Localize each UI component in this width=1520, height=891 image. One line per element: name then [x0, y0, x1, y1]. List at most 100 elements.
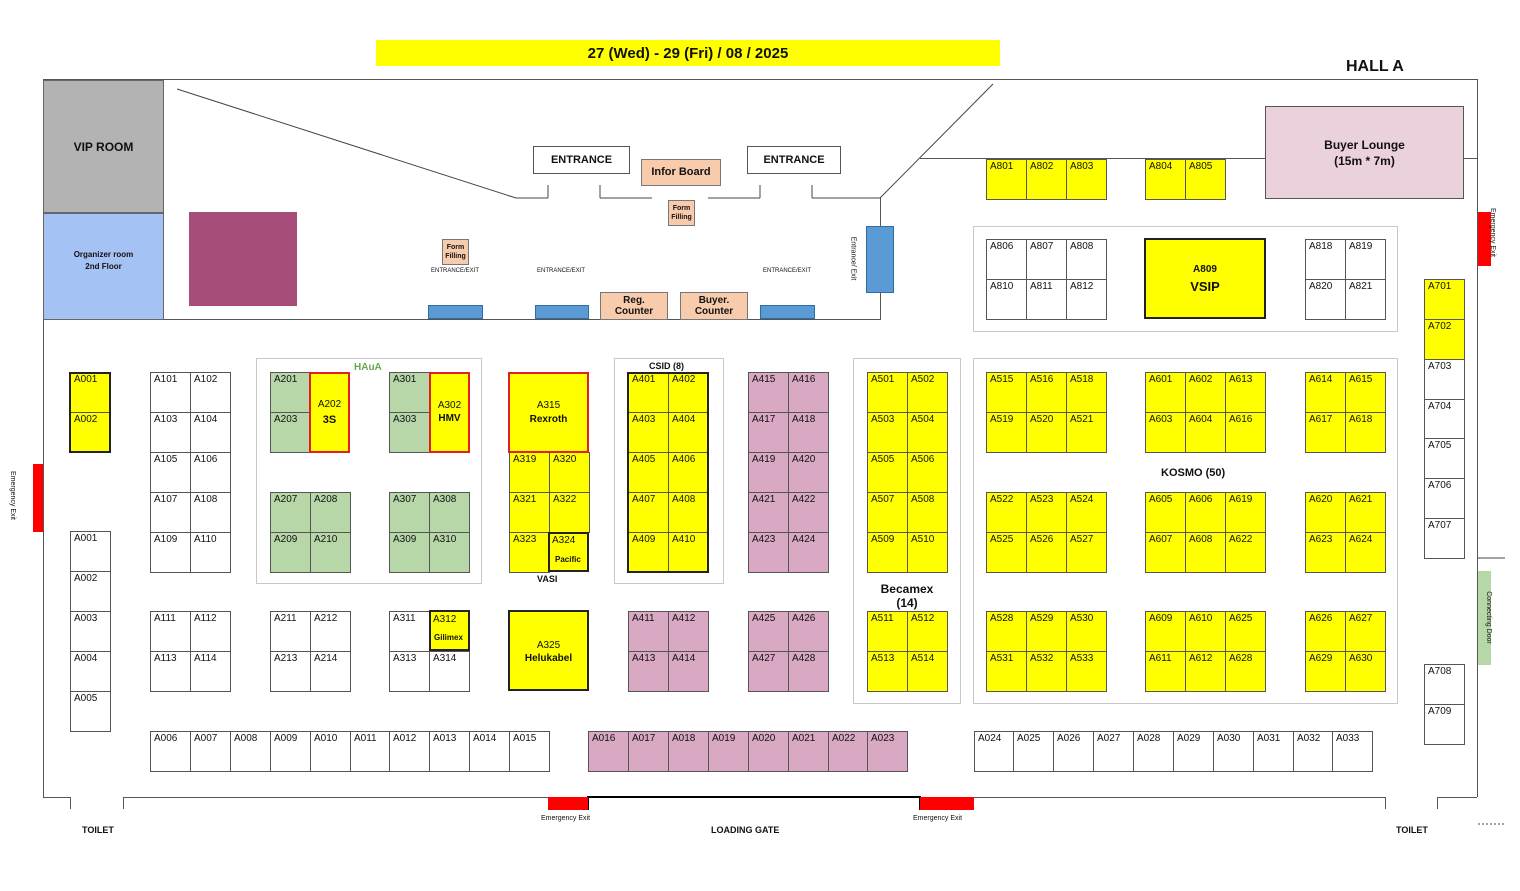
- booth-a323[interactable]: A323: [509, 532, 550, 573]
- booth-a527[interactable]: A527: [1066, 532, 1107, 573]
- booth-a522[interactable]: A522: [986, 492, 1027, 533]
- booth-a425[interactable]: A425: [748, 611, 789, 652]
- booth-a422[interactable]: A422: [788, 492, 829, 533]
- booth-a006[interactable]: A006: [150, 731, 191, 772]
- booth-a008[interactable]: A008: [230, 731, 271, 772]
- booth-a705[interactable]: A705: [1424, 438, 1465, 479]
- booth-a514[interactable]: A514: [907, 651, 948, 692]
- booth-a021[interactable]: A021: [788, 731, 829, 772]
- booth-a315[interactable]: [508, 372, 589, 453]
- booth-a526[interactable]: A526: [1026, 532, 1067, 573]
- booth-a605[interactable]: A605: [1145, 492, 1186, 533]
- entrance-gate-1[interactable]: [428, 305, 483, 319]
- booth-a111[interactable]: A111: [150, 611, 191, 652]
- booth-a602[interactable]: A602: [1185, 372, 1226, 413]
- booth-a518[interactable]: A518: [1066, 372, 1107, 413]
- booth-a614[interactable]: A614: [1305, 372, 1346, 413]
- booth-a004[interactable]: A004: [70, 651, 111, 692]
- booth-a411[interactable]: A411: [628, 611, 669, 652]
- booth-a801[interactable]: A801: [986, 159, 1027, 200]
- booth-a821[interactable]: A821: [1345, 279, 1386, 320]
- booth-a628[interactable]: A628: [1225, 651, 1266, 692]
- entrance-gate-2[interactable]: [535, 305, 589, 319]
- booth-a803[interactable]: A803: [1066, 159, 1107, 200]
- booth-a011[interactable]: A011: [350, 731, 391, 772]
- booth-a502[interactable]: A502: [907, 372, 948, 413]
- booth-a529[interactable]: A529: [1026, 611, 1067, 652]
- booth-a032[interactable]: A032: [1293, 731, 1334, 772]
- booth-a101[interactable]: A101: [150, 372, 191, 413]
- booth-a012[interactable]: A012: [389, 731, 430, 772]
- booth-a017[interactable]: A017: [628, 731, 669, 772]
- booth-a516[interactable]: A516: [1026, 372, 1067, 413]
- booth-a701[interactable]: A701: [1424, 279, 1465, 320]
- booth-a210[interactable]: A210: [310, 532, 351, 573]
- booth-a511[interactable]: A511: [867, 611, 908, 652]
- booth-a322[interactable]: A322: [549, 492, 590, 533]
- booth-a622[interactable]: A622: [1225, 532, 1266, 573]
- booth-a108[interactable]: A108: [190, 492, 231, 533]
- booth-a603[interactable]: A603: [1145, 412, 1186, 453]
- booth-a528[interactable]: A528: [986, 611, 1027, 652]
- booth-a209[interactable]: A209: [270, 532, 311, 573]
- booth-a015[interactable]: A015: [509, 731, 550, 772]
- booth-a704[interactable]: A704: [1424, 399, 1465, 440]
- booth-a413[interactable]: A413: [628, 651, 669, 692]
- booth-a109[interactable]: A109: [150, 532, 191, 573]
- booth-a414[interactable]: A414: [668, 651, 709, 692]
- booth-a308[interactable]: A308: [429, 492, 470, 533]
- booth-a505[interactable]: A505: [867, 452, 908, 493]
- booth-a515[interactable]: A515: [986, 372, 1027, 413]
- booth-a314[interactable]: A314: [429, 651, 470, 692]
- booth-a610[interactable]: A610: [1185, 611, 1226, 652]
- booth-a212[interactable]: A212: [310, 611, 351, 652]
- booth-a201[interactable]: A201: [270, 372, 311, 413]
- booth-a806[interactable]: A806: [986, 239, 1027, 280]
- booth-a207[interactable]: A207: [270, 492, 311, 533]
- booth-a203[interactable]: A203: [270, 412, 311, 453]
- booth-a016[interactable]: A016: [588, 731, 629, 772]
- booth-a521[interactable]: A521: [1066, 412, 1107, 453]
- booth-a412[interactable]: A412: [668, 611, 709, 652]
- booth-a110[interactable]: A110: [190, 532, 231, 573]
- booth-a307[interactable]: A307: [389, 492, 430, 533]
- booth-a033[interactable]: A033: [1332, 731, 1373, 772]
- booth-a415[interactable]: A415: [748, 372, 789, 413]
- booth-a302[interactable]: [429, 372, 470, 453]
- booth-a606[interactable]: A606: [1185, 492, 1226, 533]
- booth-a507[interactable]: A507: [867, 492, 908, 533]
- booth-a523[interactable]: A523: [1026, 492, 1067, 533]
- booth-a018[interactable]: A018: [668, 731, 709, 772]
- booth-a112[interactable]: A112: [190, 611, 231, 652]
- booth-a106[interactable]: A106: [190, 452, 231, 493]
- booth-a524[interactable]: A524: [1066, 492, 1107, 533]
- booth-a525[interactable]: A525: [986, 532, 1027, 573]
- booth-a026[interactable]: A026: [1053, 731, 1094, 772]
- emergency-exit-bottom-left[interactable]: [548, 797, 588, 810]
- booth-a810[interactable]: A810: [986, 279, 1027, 320]
- booth-a621[interactable]: A621: [1345, 492, 1386, 533]
- booth-a310[interactable]: A310: [429, 532, 470, 573]
- booth-a102[interactable]: A102: [190, 372, 231, 413]
- booth-a022[interactable]: A022: [828, 731, 869, 772]
- booth-a428[interactable]: A428: [788, 651, 829, 692]
- booth-a626[interactable]: A626: [1305, 611, 1346, 652]
- booth-a519[interactable]: A519: [986, 412, 1027, 453]
- booth-a031[interactable]: A031: [1253, 731, 1294, 772]
- booth-a604[interactable]: A604: [1185, 412, 1226, 453]
- booth-a003[interactable]: A003: [70, 611, 111, 652]
- booth-a427[interactable]: A427: [748, 651, 789, 692]
- booth-a325[interactable]: [508, 610, 589, 691]
- booth-a807[interactable]: A807: [1026, 239, 1067, 280]
- booth-a202[interactable]: [309, 372, 350, 453]
- booth-a024[interactable]: A024: [974, 731, 1015, 772]
- booth-a609[interactable]: A609: [1145, 611, 1186, 652]
- booth-a025[interactable]: A025: [1013, 731, 1054, 772]
- booth-a531[interactable]: A531: [986, 651, 1027, 692]
- booth-a311[interactable]: A311: [389, 611, 430, 652]
- booth-a420[interactable]: A420: [788, 452, 829, 493]
- booth-a619[interactable]: A619: [1225, 492, 1266, 533]
- booth-a809[interactable]: [1144, 238, 1266, 319]
- booth-a104[interactable]: A104: [190, 412, 231, 453]
- booth-a607[interactable]: A607: [1145, 532, 1186, 573]
